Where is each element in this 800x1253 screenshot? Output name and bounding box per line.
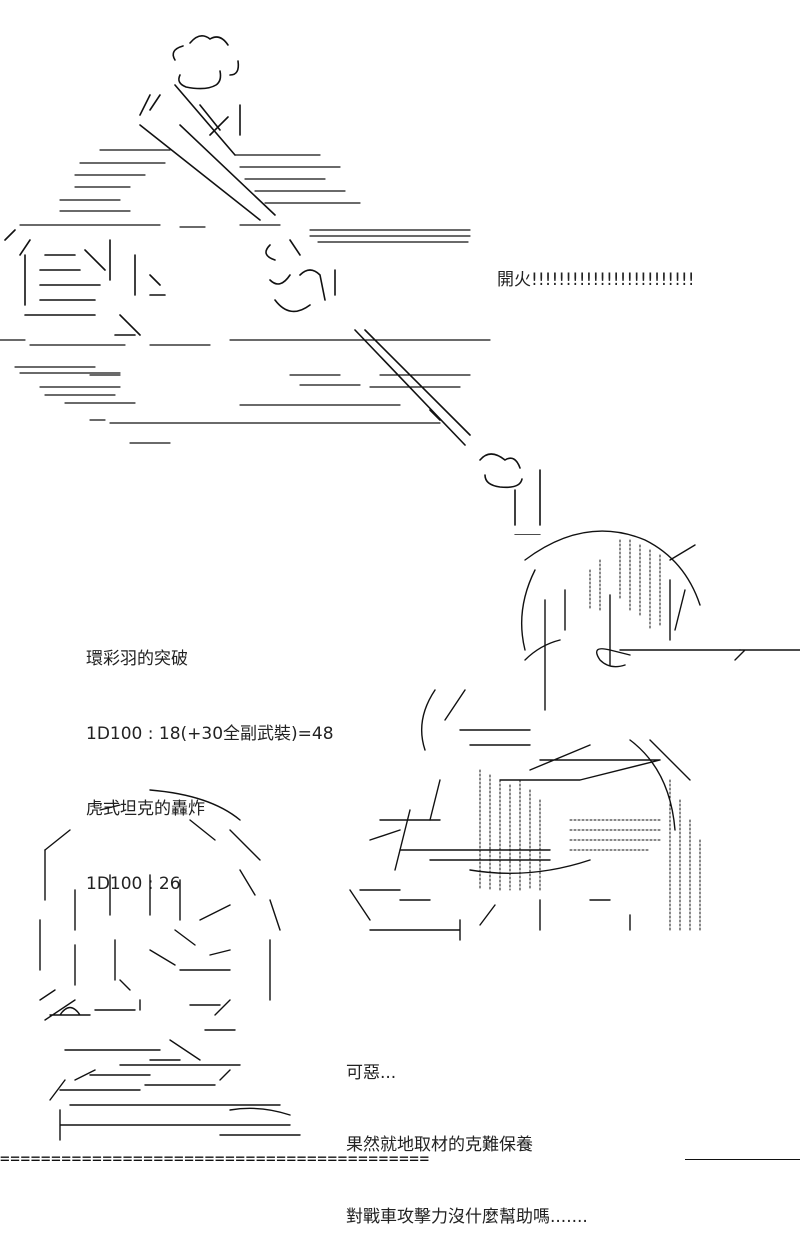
dice-line: 1D100 : 18(+30全副武裝)=48 — [86, 724, 334, 744]
separator-line — [685, 1159, 800, 1160]
dice-line: 環彩羽的突破 — [86, 649, 188, 669]
dialog-line: 對戰車攻擊力沒什麼幫助嗎....... — [346, 1207, 588, 1227]
dialog-line: 果然就地取材的克難保養 — [346, 1135, 533, 1155]
dice-line: 虎式坦克的轟炸 — [86, 799, 205, 819]
tank-commander-girl-art — [330, 520, 800, 950]
worried-girl-art — [0, 780, 330, 1150]
separator-equals: ========================================… — [0, 1149, 430, 1168]
tank-firing-art — [0, 15, 560, 535]
dialog-text: 可惡... 果然就地取材的克難保養 對戰車攻擊力沒什麼幫助嗎....... — [346, 1013, 588, 1253]
bottom-separator: ========================================… — [0, 1149, 800, 1169]
dialog-line: 可惡... — [346, 1063, 397, 1083]
shout-text: 開火!!!!!!!!!!!!!!!!!!!!!!!! — [497, 270, 695, 290]
dice-log: 環彩羽的突破 1D100 : 18(+30全副武裝)=48 虎式坦克的轟炸 1D… — [86, 597, 334, 922]
